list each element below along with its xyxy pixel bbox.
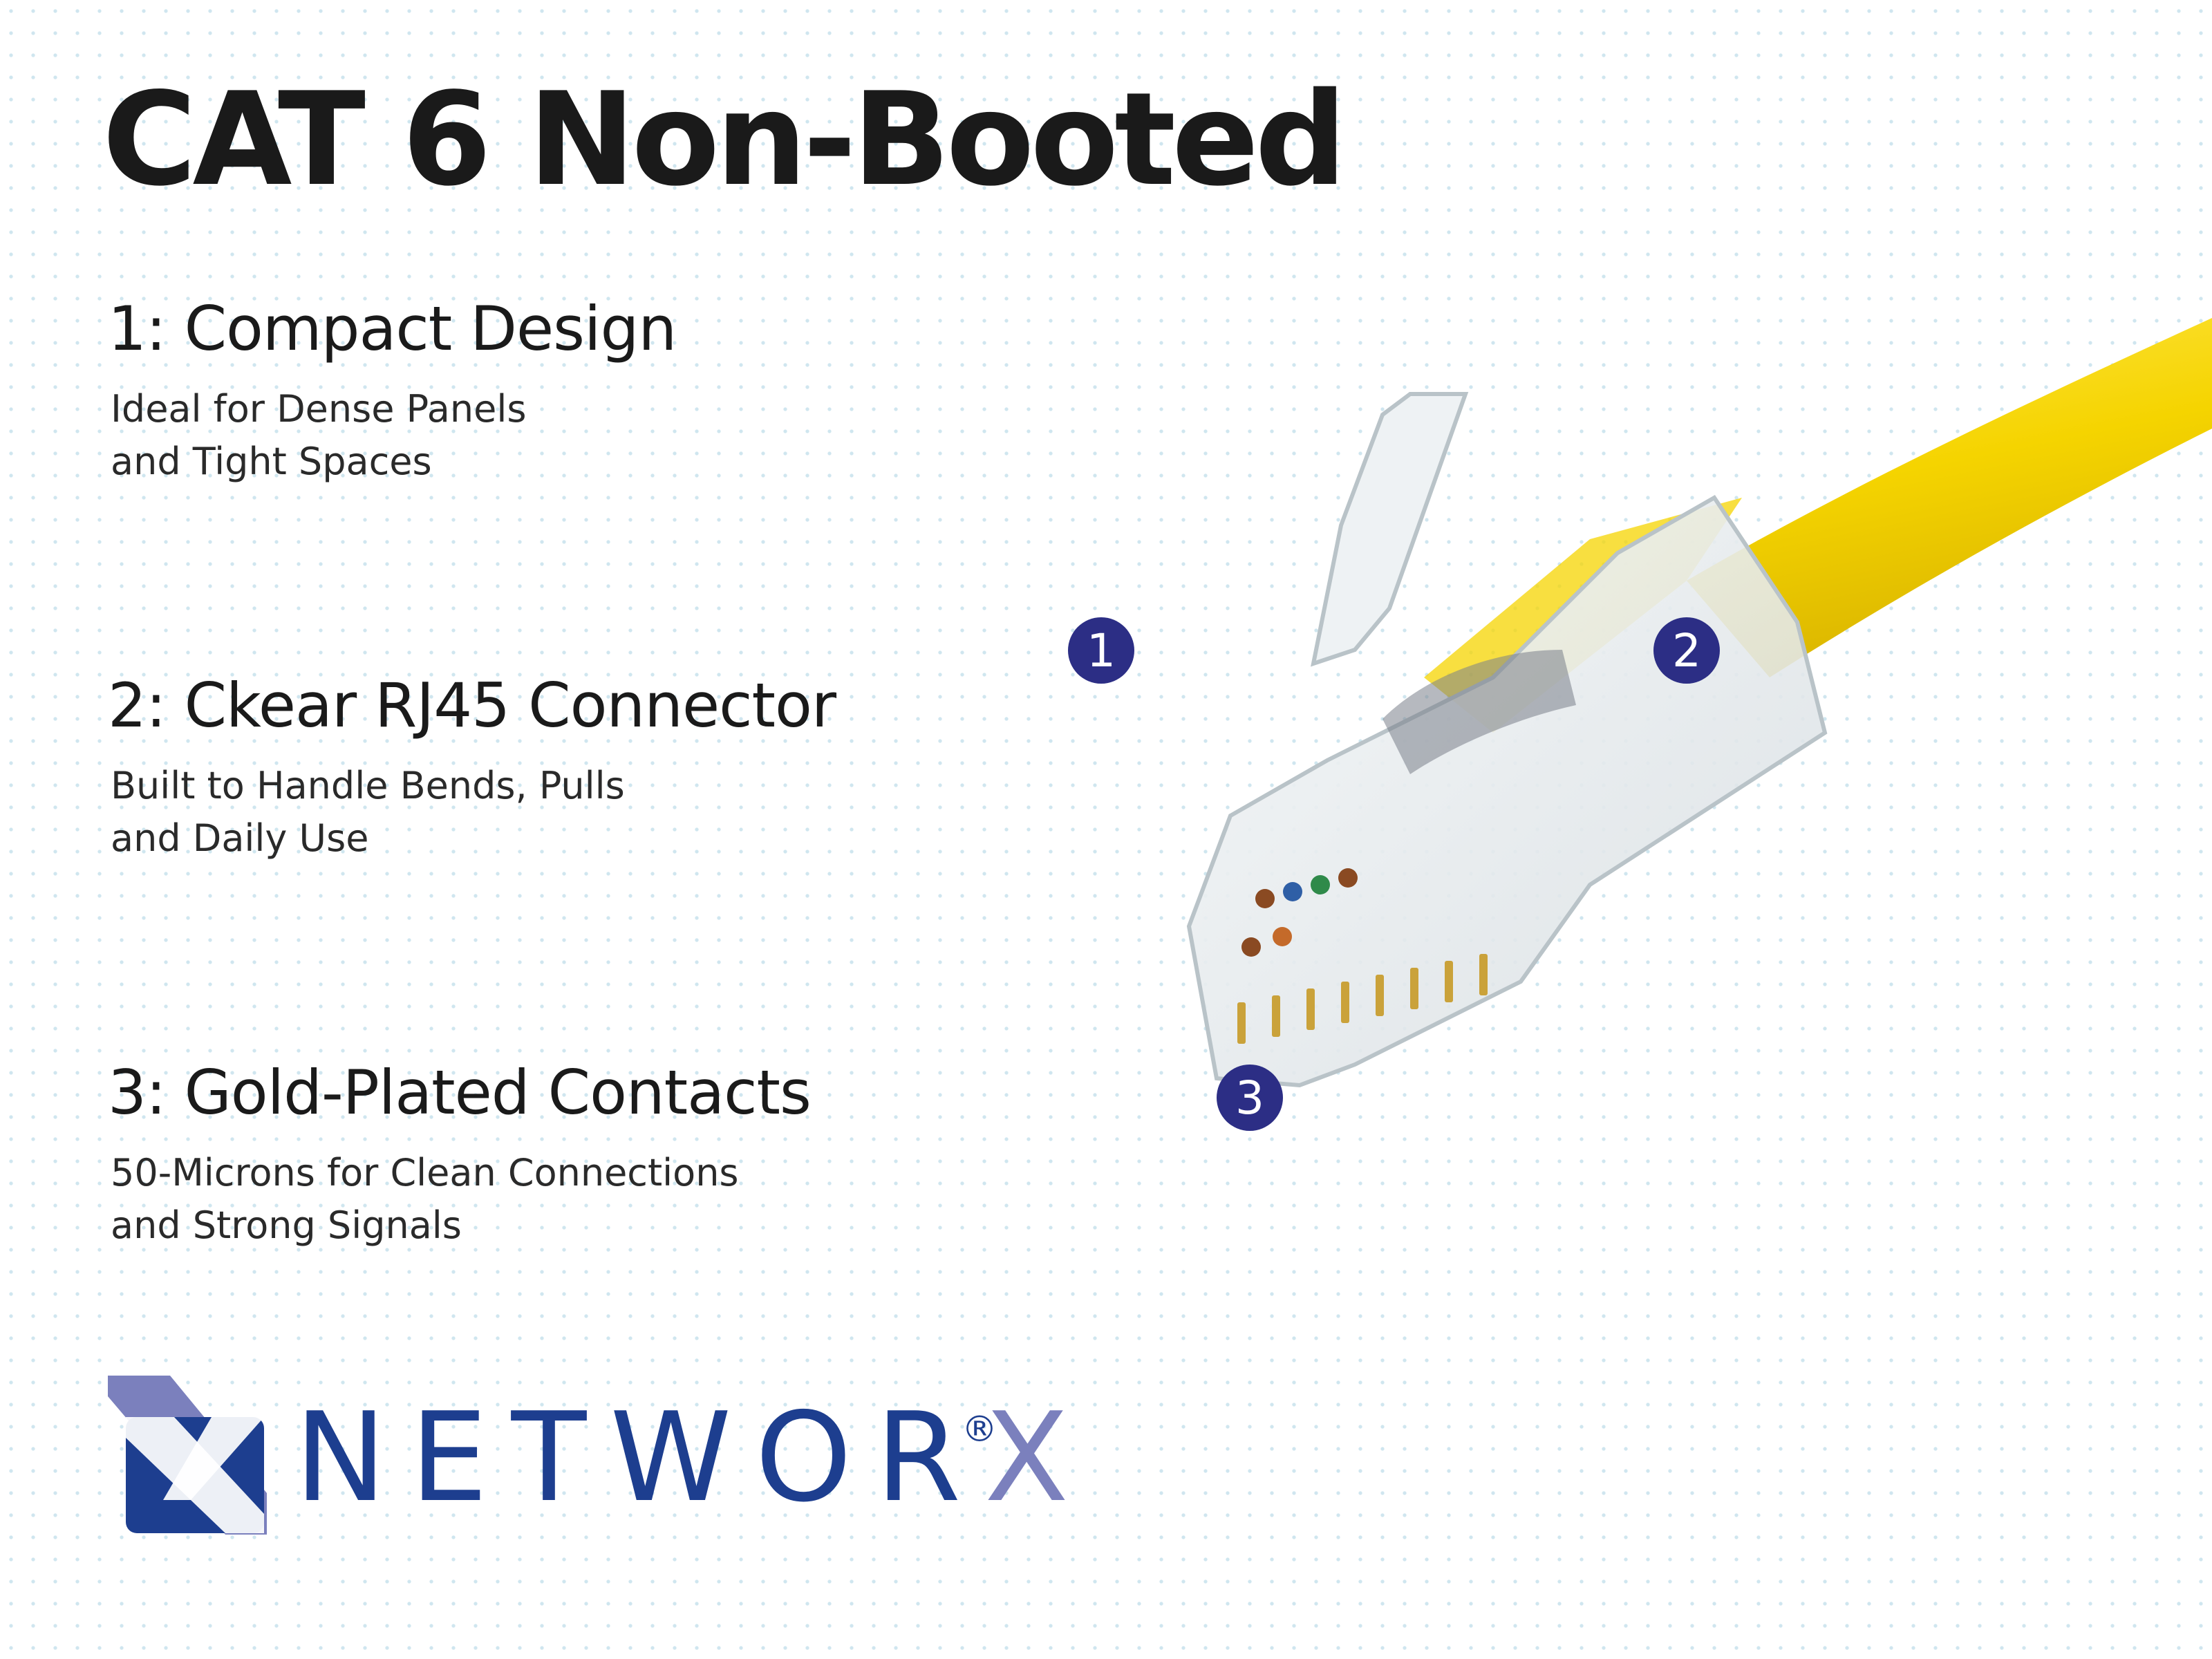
feature-line: Ideal for Dense Panels [111, 387, 527, 431]
feature-line: 50-Microns for Clean Connections [111, 1151, 739, 1195]
networx-logo: NETWORX ® [108, 1376, 1069, 1548]
rj45-connector-image [1186, 318, 2212, 1088]
feature-heading: 3: Gold-Plated Contacts [108, 1057, 812, 1128]
logo-text-light: X [984, 1386, 1093, 1529]
feature-heading: 2: Ckear RJ45 Connector [108, 670, 836, 741]
gold-contacts [1237, 954, 1488, 1044]
feature-description: Ideal for Dense Panels and Tight Spaces [111, 383, 676, 488]
feature-line: and Strong Signals [111, 1203, 462, 1248]
callout-marker-3: 3 [1217, 1065, 1283, 1131]
callout-marker-2: 2 [1653, 617, 1720, 684]
feature-gold-contacts: 3: Gold-Plated Contacts 50-Microns for C… [108, 1057, 812, 1252]
plug-body [1186, 495, 1828, 1088]
feature-line: and Daily Use [111, 816, 369, 861]
registered-mark: ® [962, 1409, 997, 1450]
networx-x-mark-icon [108, 1376, 267, 1535]
logo-wordmark: NETWORX [294, 1396, 1092, 1519]
feature-rj45-connector: 2: Ckear RJ45 Connector Built to Handle … [108, 671, 836, 865]
feature-heading: 1: Compact Design [108, 293, 677, 364]
cable-jacket [1687, 318, 2212, 677]
callout-marker-1: 1 [1068, 617, 1134, 684]
page-title: CAT 6 Non-Booted [102, 64, 1347, 214]
feature-line: Built to Handle Bends, Pulls [111, 764, 625, 808]
feature-description: 50-Microns for Clean Connections and Str… [111, 1147, 811, 1252]
latch-clip [1311, 392, 1469, 667]
feature-description: Built to Handle Bends, Pulls and Daily U… [111, 760, 836, 865]
feature-compact-design: 1: Compact Design Ideal for Dense Panels… [108, 293, 677, 488]
feature-line: and Tight Spaces [111, 440, 432, 484]
logo-text-dark: NETWOR [294, 1386, 985, 1529]
wire-pairs [1382, 650, 1576, 774]
